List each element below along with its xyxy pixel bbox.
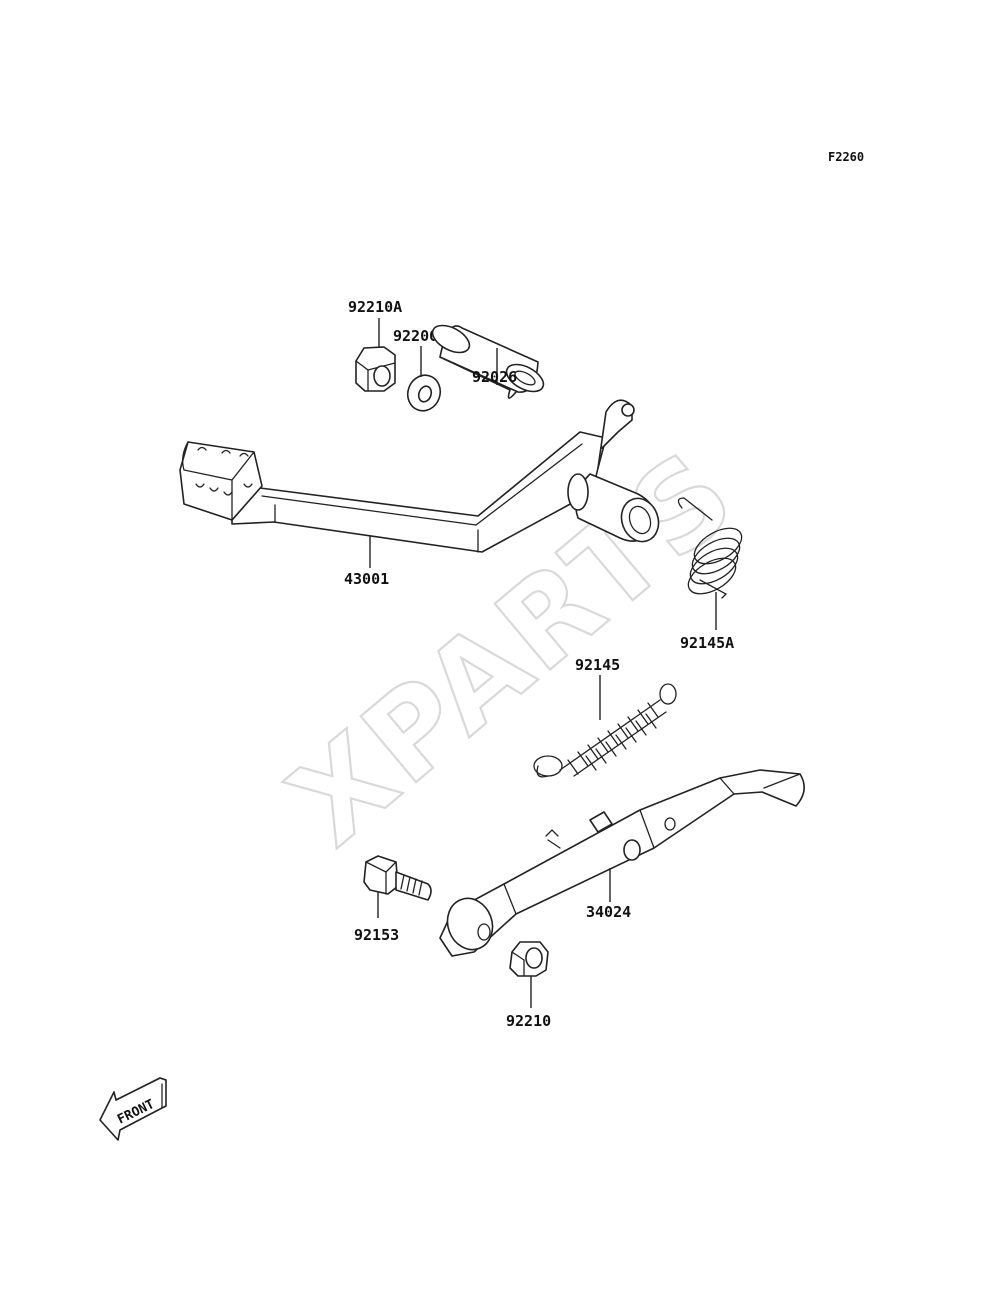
part-43001-brake-pedal[interactable]: [179, 399, 664, 553]
label-92210[interactable]: 92210: [506, 1012, 551, 1030]
label-92145A[interactable]: 92145A: [680, 634, 734, 652]
label-92210A[interactable]: 92210A: [348, 298, 402, 316]
label-92153[interactable]: 92153: [354, 926, 399, 944]
label-92200[interactable]: 92200: [393, 327, 438, 345]
part-34024-side-stand[interactable]: [439, 769, 805, 957]
part-92210-nut[interactable]: [509, 941, 549, 977]
label-92026[interactable]: 92026: [472, 368, 517, 386]
label-34024[interactable]: 34024: [586, 903, 631, 921]
part-92200-washer[interactable]: [403, 371, 445, 416]
front-direction-arrow: FRONT: [99, 1077, 167, 1141]
figure-code: F2260: [828, 150, 864, 164]
label-43001[interactable]: 43001: [344, 570, 389, 588]
part-92145A-torsion-spring[interactable]: [677, 497, 747, 601]
part-92026-collar[interactable]: [428, 320, 548, 399]
part-92145-extension-spring[interactable]: [533, 683, 677, 778]
part-92210A-nut[interactable]: [355, 346, 396, 392]
part-92153-bolt[interactable]: [363, 855, 432, 901]
label-92145[interactable]: 92145: [575, 656, 620, 674]
